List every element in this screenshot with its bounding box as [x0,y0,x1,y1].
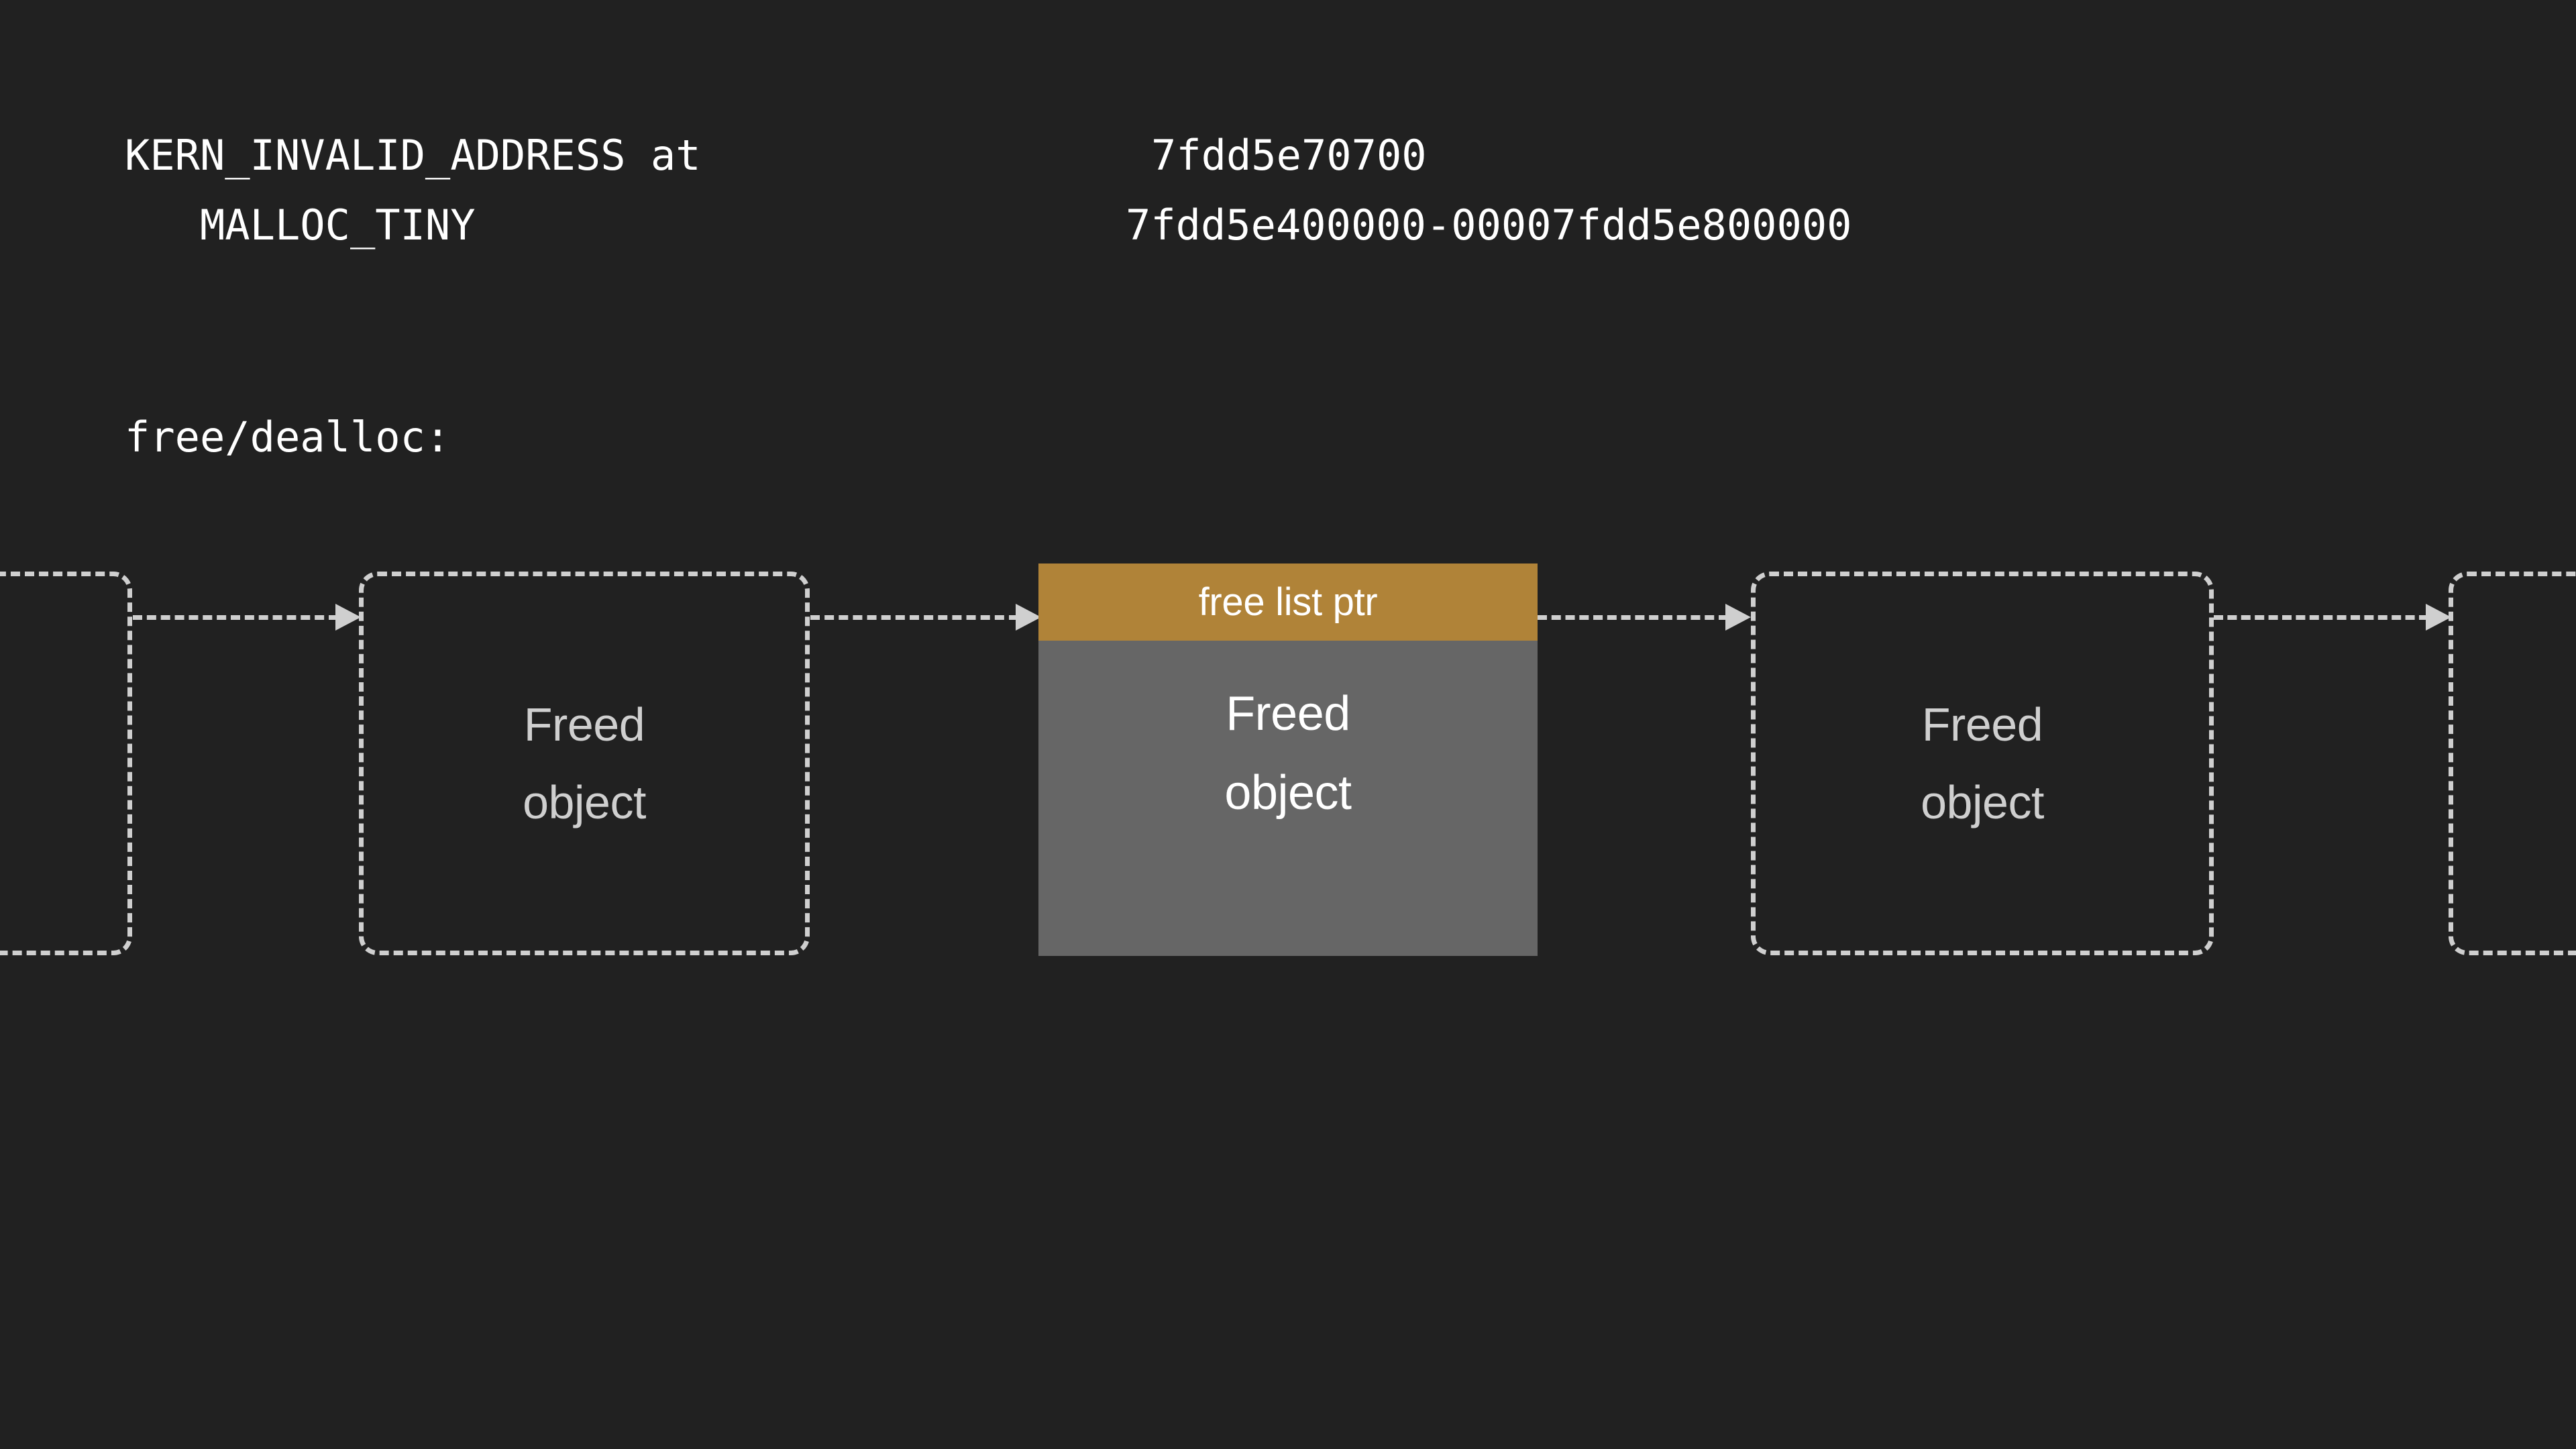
arrow-node2-to-node3 [1538,604,1751,631]
freed-object-node-highlighted[interactable]: free list ptr Freed object [1038,564,1538,956]
arrow-head-icon [2426,604,2451,631]
section-label-free-dealloc: free/dealloc: [125,413,451,462]
freed-object-label: Freed object [1921,698,2044,828]
crash-zone-range: 7fdd5e400000-00007fdd5e800000 [1126,201,1852,250]
arrow-node0-to-node1 [133,604,361,631]
arrow-head-icon [335,604,361,631]
arrow-line [1538,615,1728,620]
freed-object-label: Freed object [523,698,646,828]
crash-zone-name: MALLOC_TINY [125,201,476,250]
freed-object-node-1[interactable]: Freed object [359,572,810,955]
arrow-head-icon [1016,604,1041,631]
arrow-head-icon [1725,604,1751,631]
arrow-node3-to-node4 [2214,604,2451,631]
crash-fault-type: KERN_INVALID_ADDRESS at [125,131,701,180]
crash-fault-address: 7fdd5e70700 [1151,131,1427,180]
free-list-ptr-label: free list ptr [1198,580,1378,624]
crash-report-block: KERN_INVALID_ADDRESS at 7fdd5e70700 MALL… [0,101,2576,255]
arrow-line [2214,615,2428,620]
freed-object-node-partial-right[interactable] [2449,572,2576,955]
arrow-node1-to-node2 [810,604,1041,631]
freed-object-node-partial-left[interactable] [0,572,132,955]
arrow-line [810,615,1018,620]
freed-object-label: Freed object [1224,687,1352,820]
freed-object-node-3[interactable]: Freed object [1751,572,2214,955]
arrow-line [133,615,338,620]
freed-object-body: Freed object [1038,641,1538,956]
free-list-ptr-header[interactable]: free list ptr [1038,564,1538,641]
